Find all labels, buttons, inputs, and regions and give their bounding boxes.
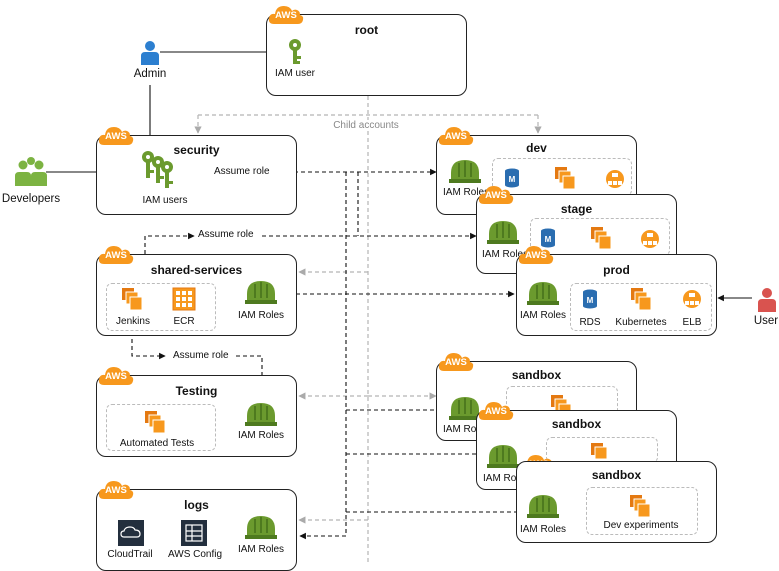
sandbox-account-box: sandbox xyxy=(516,461,717,543)
aws-config-label: AWS Config xyxy=(167,549,223,560)
aws-cloud-icon: AWS xyxy=(98,243,134,265)
automated-tests-label: Automated Tests xyxy=(119,438,195,449)
user-label: User xyxy=(753,315,779,327)
root-iam-user-label: IAM user xyxy=(274,68,316,79)
iam-roles-helmet-icon xyxy=(245,403,277,426)
security-assume-role-label: Assume role xyxy=(214,166,270,177)
iam-roles-helmet-icon xyxy=(527,282,559,305)
iam-roles-helmet-icon xyxy=(245,281,277,304)
elb-icon xyxy=(683,290,701,308)
security-iam-users-label: IAM users xyxy=(142,195,188,206)
iam-roles-helmet-icon xyxy=(487,221,519,244)
logs-title: logs xyxy=(184,498,209,512)
cloudtrail-label: CloudTrail xyxy=(107,549,153,560)
dev-experiments-stack-icon xyxy=(591,443,608,460)
aws-cloud-icon: AWS xyxy=(438,350,474,372)
dev-iam-roles-label: IAM Roles xyxy=(443,187,490,198)
admin-person-icon xyxy=(141,41,159,65)
iam-roles-helmet-icon xyxy=(449,397,481,420)
shared-services-title: shared-services xyxy=(150,263,243,277)
iam-roles-helmet-icon xyxy=(449,160,481,183)
prod-iam-roles-label: IAM Roles xyxy=(519,310,567,321)
sandbox-title: sandbox xyxy=(551,417,602,431)
iam-user-key-icon xyxy=(289,39,301,64)
elb-label: ELB xyxy=(682,317,702,328)
cloudtrail-icon xyxy=(118,520,144,546)
security-title: security xyxy=(173,143,220,157)
aws-config-icon xyxy=(181,520,207,546)
child-accounts-edges xyxy=(194,96,542,565)
shared-services-group xyxy=(106,283,216,331)
testing-title: Testing xyxy=(175,384,218,398)
iam-roles-helmet-icon xyxy=(527,495,559,518)
kubernetes-stack-icon xyxy=(591,227,612,250)
stage-iam-roles-label: IAM Roles xyxy=(482,249,529,260)
rds-label: RDS xyxy=(579,317,601,328)
prod-title: prod xyxy=(603,263,630,277)
stage-title: stage xyxy=(560,202,593,216)
iam-users-keys-icon xyxy=(142,151,173,188)
ecr-label: ECR xyxy=(173,316,195,327)
elb-icon xyxy=(641,230,659,248)
dev-experiments-group xyxy=(586,487,698,535)
logs-iam-roles-label: IAM Roles xyxy=(237,544,285,555)
elb-icon xyxy=(606,170,624,188)
dev-title: dev xyxy=(526,141,547,155)
automated-tests-group xyxy=(106,404,216,451)
user-person-icon xyxy=(758,288,776,312)
jenkins-label: Jenkins xyxy=(116,316,150,327)
aws-cloud-icon: AWS xyxy=(478,183,514,205)
rds-icon: M xyxy=(541,228,555,248)
aws-cloud-icon: AWS xyxy=(268,3,304,25)
shared-iam-roles-label: IAM Roles xyxy=(237,310,285,321)
testing-assume-role-label: Assume role xyxy=(173,350,229,361)
iam-roles-helmet-icon xyxy=(245,516,277,539)
sandbox-title: sandbox xyxy=(511,368,562,382)
root-account-box: root xyxy=(266,14,467,96)
kubernetes-stack-icon xyxy=(555,167,576,190)
aws-cloud-icon: AWS xyxy=(98,478,134,500)
developers-group-icon xyxy=(15,157,47,186)
admin-label: Admin xyxy=(133,68,167,80)
security-account-box: security xyxy=(96,135,297,215)
aws-cloud-icon: AWS xyxy=(518,243,554,265)
developers-label: Developers xyxy=(1,193,61,205)
svg-text:M: M xyxy=(587,296,594,305)
testing-iam-roles-label: IAM Roles xyxy=(237,430,285,441)
sandbox-iam-roles-label: IAM Roles xyxy=(483,473,530,484)
prod-services-group xyxy=(570,283,712,331)
iam-roles-helmet-icon xyxy=(487,445,519,468)
sandbox-iam-roles-label: IAM Roles xyxy=(519,524,567,535)
sandbox-title: sandbox xyxy=(591,468,642,482)
child-accounts-label: Child accounts xyxy=(330,120,402,131)
sandbox-iam-roles-label: IAM Roles xyxy=(443,424,490,435)
aws-cloud-icon: AWS xyxy=(438,124,474,146)
assume-role-edges xyxy=(131,168,525,540)
kubernetes-label: Kubernetes xyxy=(615,317,667,328)
svg-text:M: M xyxy=(545,235,552,244)
ecr-icon xyxy=(172,287,196,311)
dev-experiments-stack-icon xyxy=(630,495,651,518)
aws-cloud-icon: AWS xyxy=(98,364,134,386)
aws-cloud-icon: AWS xyxy=(478,399,514,421)
shared-assume-role-label: Assume role xyxy=(198,229,254,240)
dev-experiments-label: Dev experiments xyxy=(603,520,679,531)
aws-cloud-icon: AWS xyxy=(98,124,134,146)
jenkins-stack-icon xyxy=(122,288,143,311)
rds-icon: M xyxy=(583,289,597,309)
automated-tests-stack-icon xyxy=(145,411,166,434)
svg-text:M: M xyxy=(509,175,516,184)
kubernetes-stack-icon xyxy=(631,288,652,311)
rds-icon: M xyxy=(505,168,519,188)
root-title: root xyxy=(354,23,379,37)
